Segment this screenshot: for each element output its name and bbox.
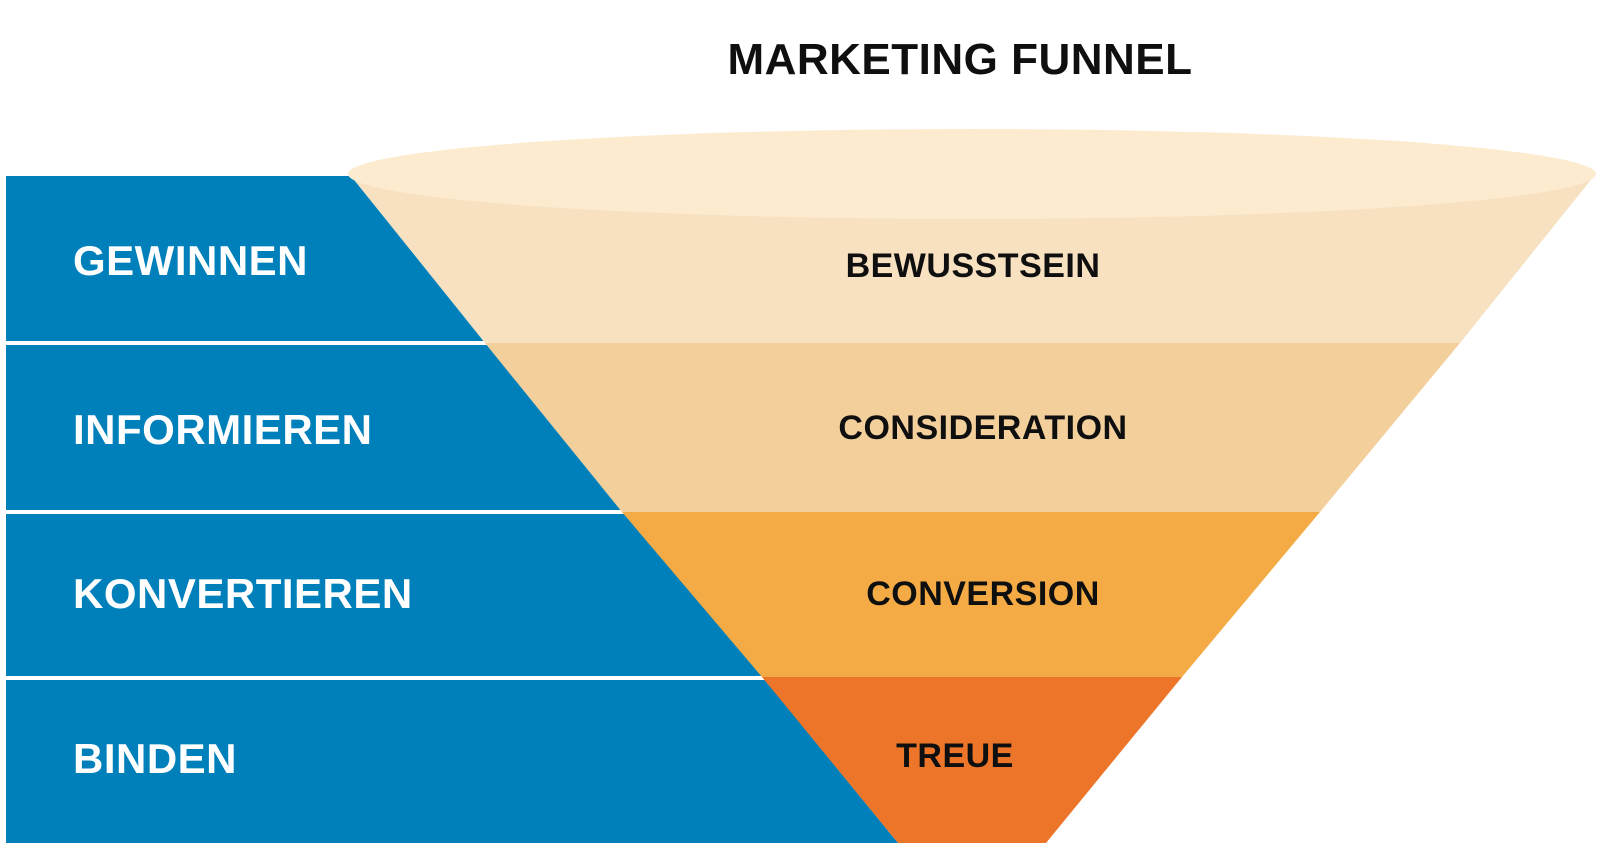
funnel-segment-bewusstsein bbox=[351, 176, 1594, 343]
stage-label-informieren: INFORMIEREN bbox=[73, 406, 373, 453]
funnel-segment-consideration bbox=[485, 343, 1460, 512]
phase-label-conversion: CONVERSION bbox=[866, 575, 1100, 613]
phase-labels: BEWUSSTSEIN CONSIDERATION CONVERSION TRE… bbox=[838, 247, 1127, 775]
phase-label-consideration: CONSIDERATION bbox=[838, 409, 1127, 447]
stage-label-binden: BINDEN bbox=[73, 735, 237, 782]
funnel-rim bbox=[348, 129, 1596, 219]
funnel-segment-treue bbox=[762, 677, 1182, 843]
stage-label-konvertieren: KONVERTIEREN bbox=[73, 570, 413, 617]
phase-label-treue: TREUE bbox=[896, 737, 1014, 775]
stage-bands bbox=[6, 176, 898, 843]
funnel-segment-conversion bbox=[622, 512, 1320, 677]
stage-band-gewinnen bbox=[6, 176, 484, 341]
page-title: MARKETING FUNNEL bbox=[727, 35, 1192, 84]
stage-band-konvertieren bbox=[6, 514, 762, 676]
stage-label-gewinnen: GEWINNEN bbox=[73, 237, 308, 284]
stage-band-binden bbox=[6, 680, 898, 843]
stage-labels: GEWINNEN INFORMIEREN KONVERTIEREN BINDEN bbox=[73, 237, 413, 782]
phase-label-bewusstsein: BEWUSSTSEIN bbox=[846, 247, 1101, 285]
stage-band-informieren bbox=[6, 345, 623, 510]
funnel bbox=[348, 129, 1596, 843]
